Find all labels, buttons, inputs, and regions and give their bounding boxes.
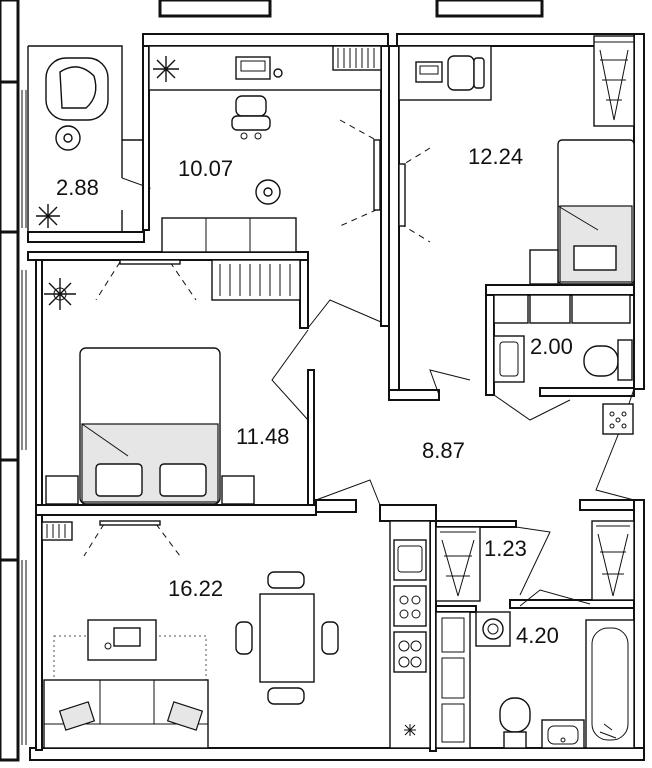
room-area-bedroom-right: 12.24 — [468, 144, 523, 169]
room-area-bathroom-large: 4.20 — [516, 623, 559, 648]
plant-icon — [36, 204, 60, 228]
wardrobe-icon — [332, 45, 382, 71]
bedroom-left-furniture — [44, 259, 301, 505]
tv-icon — [339, 119, 381, 227]
dining-table-icon — [235, 571, 339, 705]
room-area-bedroom-left: 11.48 — [236, 424, 289, 449]
double-bed-icon — [79, 347, 221, 505]
sink-icon — [541, 719, 585, 749]
nightstand-icon — [45, 475, 79, 505]
room-area-closet: 1.23 — [484, 536, 527, 561]
tv-view-lines — [83, 523, 181, 557]
balcony-furniture — [36, 57, 109, 228]
tv-icon — [99, 520, 161, 526]
lamp-icon — [255, 179, 281, 205]
wardrobe-icon — [211, 259, 301, 301]
bathroom-small-furniture — [493, 294, 634, 435]
office-chair-icon — [447, 55, 485, 91]
sink-icon — [493, 335, 525, 383]
storage-shelves-icon — [435, 611, 471, 749]
coffee-table-icon — [87, 619, 157, 661]
office-chair-icon — [231, 95, 271, 140]
bathroom-large-furniture — [435, 520, 635, 749]
washing-machine-icon — [493, 294, 631, 324]
toilet-icon — [583, 339, 633, 381]
nightstand-icon — [529, 249, 559, 285]
wardrobe-icon — [41, 521, 73, 541]
study-furniture — [148, 45, 382, 253]
plant-icon — [153, 56, 179, 82]
side-table-icon — [55, 125, 81, 151]
wardrobe-icon — [591, 520, 635, 601]
nightstand-icon — [221, 475, 255, 505]
wardrobe-icon — [593, 35, 635, 127]
wardrobe-icon — [435, 526, 481, 602]
room-area-study: 10.07 — [178, 156, 233, 181]
toilet-icon — [499, 697, 531, 749]
sofa-icon — [43, 679, 209, 749]
closet-furniture — [435, 526, 481, 602]
area-labels: 2.88 10.07 12.24 2.00 11.48 8.87 16.22 1… — [56, 144, 573, 648]
stove-top-icon — [602, 403, 634, 435]
single-bed-icon — [557, 139, 635, 285]
kitchen-counter-icon — [389, 520, 431, 749]
tv-view-lines — [95, 261, 197, 301]
room-area-hallway: 8.87 — [422, 438, 465, 463]
room-area-bathroom-small: 2.00 — [530, 334, 573, 359]
bathtub-icon — [585, 619, 635, 749]
armchair-icon — [45, 57, 109, 121]
sofa-icon — [161, 217, 297, 253]
living-kitchen-furniture — [41, 520, 431, 749]
laptop-icon — [235, 56, 283, 80]
plant-icon — [44, 278, 76, 310]
bedroom-right-furniture — [398, 35, 635, 285]
room-area-balcony: 2.88 — [56, 175, 99, 200]
doors — [271, 299, 591, 607]
tv-icon — [398, 147, 431, 243]
room-area-living-kitchen: 16.22 — [168, 576, 223, 601]
washing-machine-icon — [475, 611, 511, 647]
tv-icon — [119, 259, 181, 265]
